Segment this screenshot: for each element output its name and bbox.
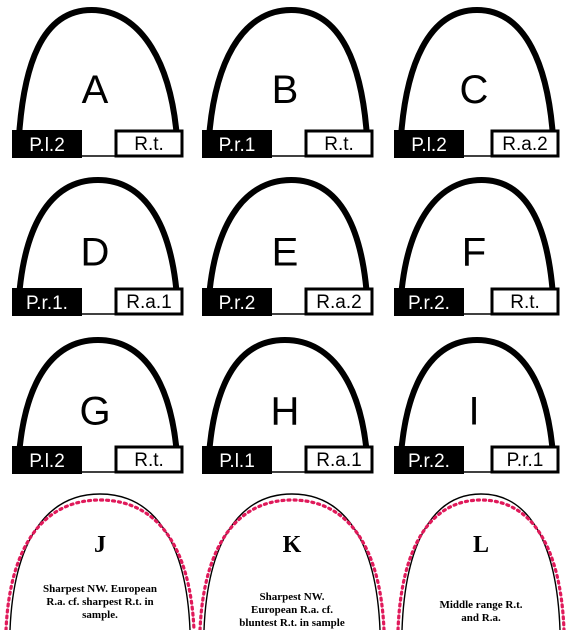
right-label-box [114, 445, 184, 474]
right-label: P.r.1 [507, 450, 544, 471]
panel-c: C P.l.2 R.a.2 [394, 7, 560, 158]
panel-e: E P.r.2 R.a.2 [202, 177, 374, 316]
left-label: P.r.1. [26, 293, 68, 314]
right-label-box [114, 129, 184, 158]
comparison-letter: K [283, 532, 302, 558]
arch-outline-d [15, 177, 181, 315]
left-label: P.r.2. [408, 293, 450, 314]
left-label-box [394, 288, 464, 316]
panel-letter: I [468, 389, 479, 433]
right-label-box [490, 445, 560, 474]
panel-d: D P.r.1. R.a.1 [12, 177, 184, 316]
panel-letter: E [272, 231, 299, 275]
right-label: R.t. [510, 292, 540, 313]
comparison-caption-line: Sharpest NW. European [43, 583, 157, 595]
comparison-k: K Sharpest NW.European R.a. cf.bluntest R… [198, 493, 386, 630]
right-label: R.t. [324, 134, 354, 155]
solid-outline [203, 493, 381, 630]
left-label-box [12, 446, 82, 474]
right-label: R.a.2 [316, 292, 361, 313]
comparison-caption-line: sample. [82, 609, 118, 621]
arch-outline-h [205, 337, 371, 473]
right-label: R.t. [134, 450, 164, 471]
panel-letter: D [81, 231, 110, 275]
arch-outline-i [397, 337, 557, 473]
left-label-box [394, 130, 464, 158]
left-label-box [202, 288, 272, 316]
arch-outline-b [205, 7, 371, 157]
panel-f: F P.r.2. R.t. [394, 177, 560, 316]
right-label-box [304, 287, 374, 316]
right-label: R.t. [134, 134, 164, 155]
right-label: R.a.1 [316, 450, 361, 471]
right-label: R.a.2 [502, 134, 547, 155]
panel-i: I P.r.2. P.r.1 [394, 337, 560, 474]
comparison-caption-line: Sharpest NW. [260, 591, 325, 603]
comparison-letter: L [473, 532, 489, 558]
panel-g: G P.l.2 R.t. [12, 337, 184, 474]
right-label-box [490, 129, 560, 158]
right-label: R.a.1 [126, 292, 171, 313]
comparison-caption-line: European R.a. cf. [251, 604, 333, 616]
left-label: P.r.2 [219, 293, 256, 314]
arch-outline-f [397, 177, 557, 315]
comparison-l: L Middle range R.t.and R.a. [396, 493, 566, 630]
left-label-box [202, 130, 272, 158]
right-label-box [304, 445, 374, 474]
left-label: P.l.2 [411, 135, 447, 156]
arch-outline-a [15, 7, 181, 157]
left-label-box [12, 130, 82, 158]
arch-outline-g [15, 337, 181, 473]
left-label: P.r.1 [219, 135, 256, 156]
dotted-outline [198, 498, 386, 630]
comparison-caption-line: Middle range R.t. [439, 599, 522, 611]
left-label: P.l.2 [29, 135, 65, 156]
left-label-box [202, 446, 272, 474]
panel-a: A P.l.2 R.t. [12, 7, 184, 158]
comparison-caption-line: bluntest R.t. in sample [239, 617, 345, 629]
left-label: P.r.2. [408, 451, 450, 472]
solid-outline [401, 493, 561, 630]
panel-letter: C [460, 68, 489, 112]
panel-letter: G [79, 389, 110, 433]
right-label-box [490, 287, 560, 316]
dotted-outline [396, 498, 566, 630]
solid-outline [9, 493, 191, 630]
arch-outline-c [397, 7, 557, 157]
dotted-outline [4, 498, 196, 630]
left-label-box [394, 446, 464, 474]
panel-letter: A [82, 68, 109, 112]
left-label: P.l.2 [29, 451, 65, 472]
right-label-box [114, 287, 184, 316]
panel-letter: F [462, 231, 486, 275]
comparison-caption-line: and R.a. [461, 612, 501, 624]
arch-outline-e [205, 177, 371, 315]
panel-letter: B [272, 68, 299, 112]
panel-letter: H [271, 389, 300, 433]
comparison-letter: J [94, 532, 106, 558]
left-label: P.l.1 [219, 451, 255, 472]
panel-h: H P.l.1 R.a.1 [202, 337, 374, 474]
panel-b: B P.r.1 R.t. [202, 7, 374, 158]
right-label-box [304, 129, 374, 158]
left-label-box [12, 288, 82, 316]
comparison-caption-line: R.a. cf. sharpest R.t. in [46, 596, 153, 608]
